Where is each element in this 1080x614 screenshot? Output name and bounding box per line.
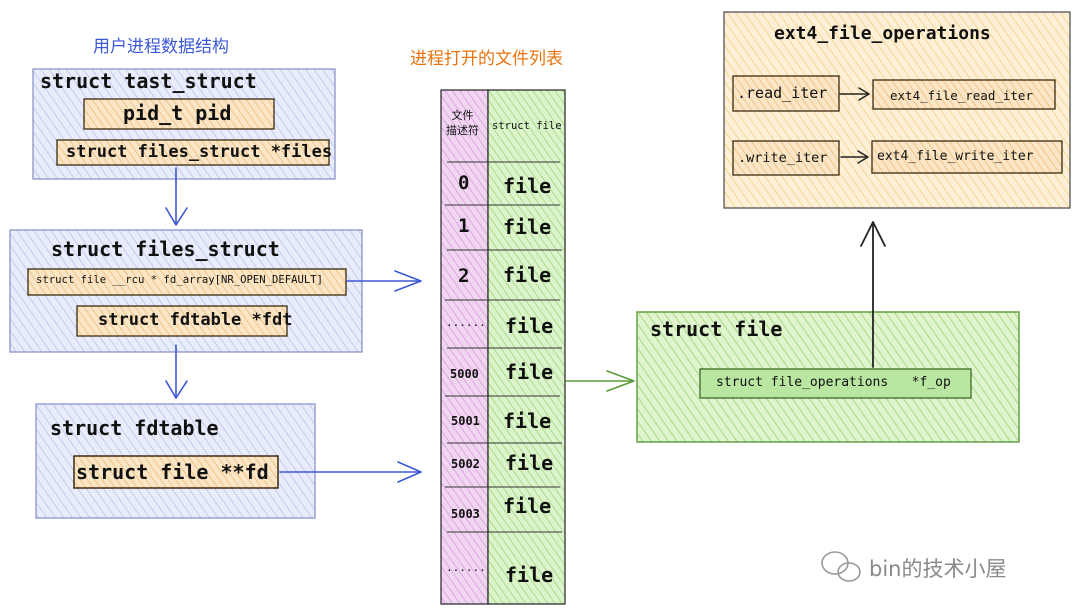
fd-header-line2: 描述符 [446,124,479,137]
ext4-ops-box [723,11,1071,209]
fd-row-7-fd: 5003 [451,507,480,521]
watermark-text: bin的技术小屋 [869,557,1007,581]
fd-row-8-fd: ...... [446,561,486,574]
arrow-files-to-fdtable [165,344,188,399]
task-struct-box [32,68,336,180]
fd-row-6-file: file [505,451,554,475]
arrow-fop-to-ext4 [860,221,886,368]
file-column-header: struct file [492,120,562,132]
fdt-field: struct fdtable *fdt [98,310,293,330]
fd-list-title: 进程打开的文件列表 [410,49,563,69]
fd-field: struct file **fd [76,460,269,484]
task-struct-header: struct tast_struct [40,69,257,93]
fd-row-5-file: file [503,409,552,433]
arrow-write-iter [840,150,869,164]
fd-row-4-file: file [505,360,554,384]
ext4-ops-header: ext4_file_operations [774,23,991,44]
arrow-fd-to-table [279,461,422,483]
fd-header-line1: 文件 [451,109,474,122]
pid-field: pid_t pid [123,101,232,125]
fd-row-7-file: file [503,494,552,518]
files-struct-header: struct files_struct [51,237,280,261]
fd-row-1-fd: 1 [458,215,470,237]
read-iter-field: .read_iter [737,84,828,102]
read-iter-target: ext4_file_read_iter [890,88,1033,103]
fd-row-6-fd: 5002 [451,457,480,471]
fd-row-3-fd: ...... [446,316,486,329]
write-iter-field: .write_iter [738,150,828,166]
struct-file-header: struct file [650,317,783,341]
struct-file-box [636,311,1020,443]
write-iter-target: ext4_file_write_iter [877,149,1034,164]
arrow-read-iter [839,87,870,101]
fdtable-header: struct fdtable [50,416,219,440]
files-pointer-field: struct files_struct *files [66,142,333,162]
fd-column-header: 文件 描述符 [446,108,479,138]
arrow-fdarray-to-table [346,270,422,292]
arrow-file-to-struct-file [565,370,635,392]
fd-row-4-fd: 5000 [450,367,479,381]
fd-row-5-fd: 5001 [451,414,480,428]
files-struct-box [9,229,363,353]
wechat-icon [821,551,861,582]
fd-row-8-file: file [505,563,554,587]
fdtable-box [35,403,316,519]
fd-row-2-file: file [503,263,552,287]
fd-row-0-fd: 0 [458,172,470,194]
fd-row-1-file: file [503,215,552,239]
fd-row-3-file: file [505,314,554,338]
arrow-task-to-files [165,167,188,226]
f-op-field: struct file_operations *f_op [716,375,951,390]
fd-table-grid [440,89,566,605]
user-structs-title: 用户进程数据结构 [93,37,229,57]
fd-row-0-file: file [503,174,552,198]
fd-array-field: struct file __rcu * fd_array[NR_OPEN_DEF… [36,274,324,286]
fd-row-2-fd: 2 [458,265,470,287]
